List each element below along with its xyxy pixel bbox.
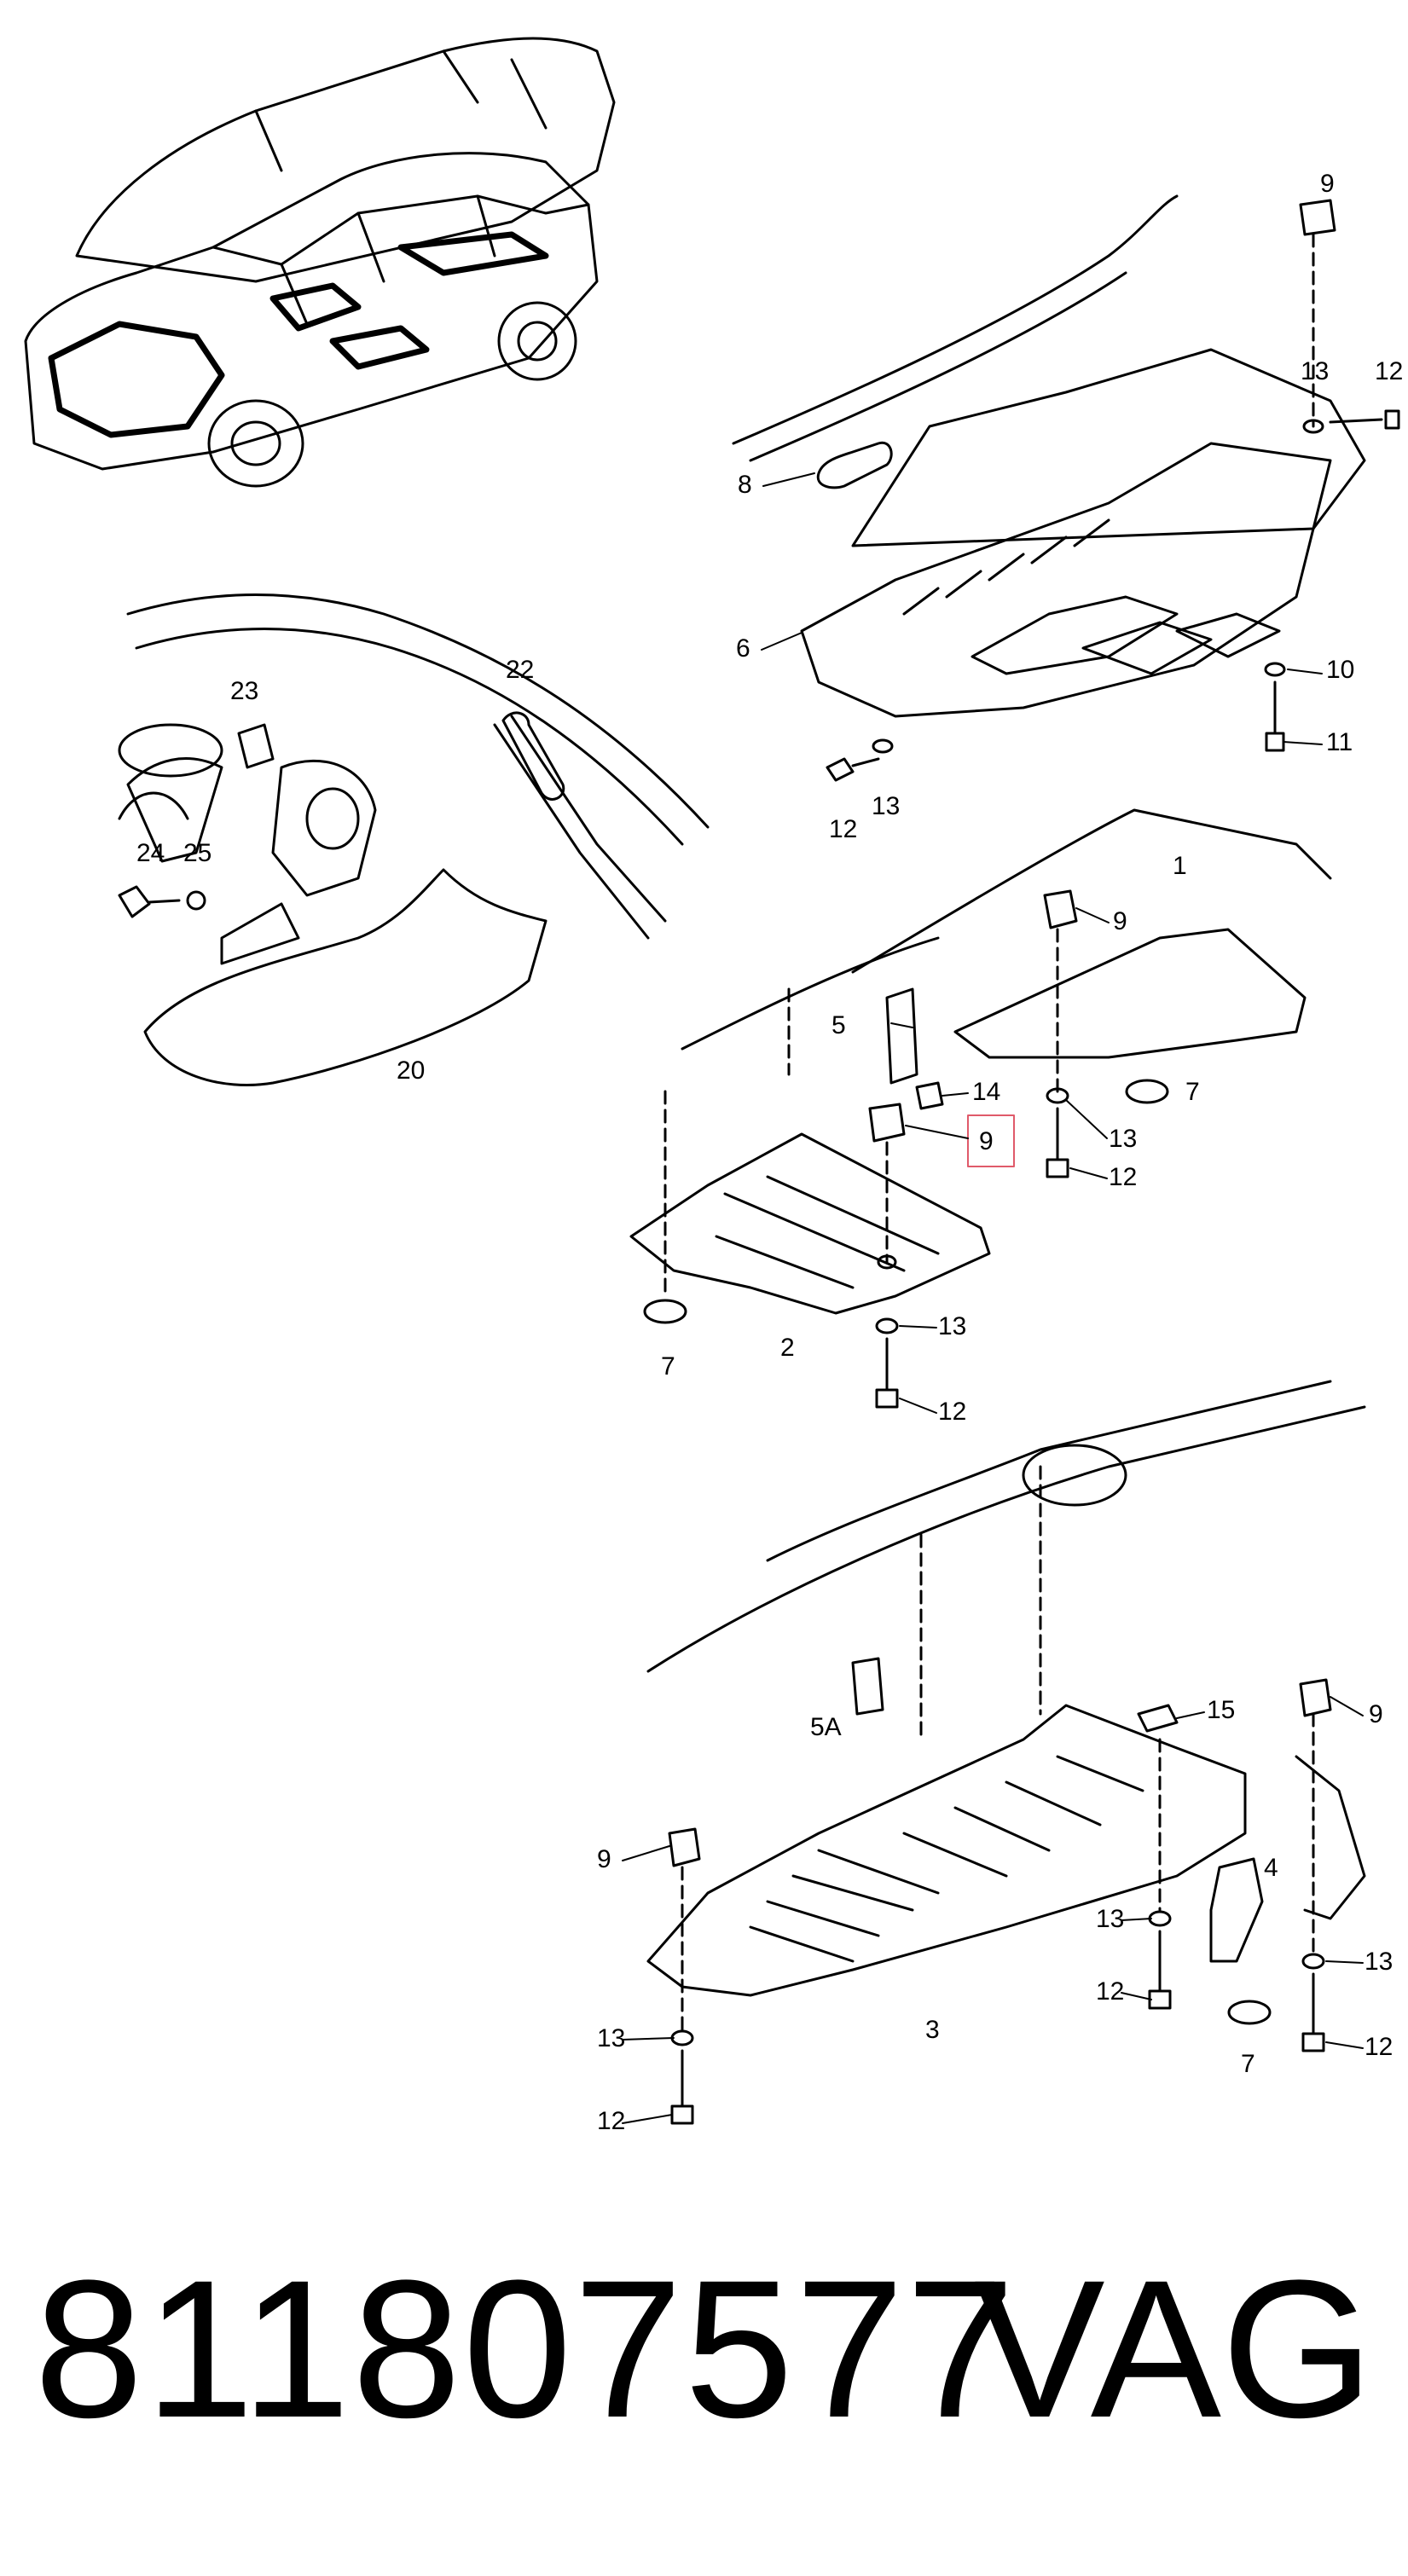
- callout-label: 13: [1109, 1125, 1137, 1153]
- leader-lines: [622, 472, 1364, 2124]
- callout-label: 12: [1109, 1163, 1137, 1191]
- callout-label: 7: [1185, 1078, 1200, 1106]
- parts-diagram: 9 13 12 8 6 10 11 12 13 23 22 24 25 20 1…: [24, 37, 1403, 2135]
- car-overview-sketch: [24, 37, 616, 488]
- callout-label-highlighted: 9: [979, 1127, 994, 1155]
- lower-assembly: [646, 1380, 1366, 2125]
- callout-label: 5: [831, 1011, 846, 1039]
- callout-label: 9: [1369, 1700, 1383, 1728]
- callout-label: 12: [1375, 357, 1403, 385]
- callout-label: 2: [780, 1334, 795, 1362]
- callout-label: 3: [925, 2016, 940, 2044]
- callout-label: 14: [972, 1078, 1000, 1106]
- upper-right-assembly: [732, 194, 1400, 782]
- callout-label: 9: [1113, 907, 1127, 935]
- callout-label: 6: [736, 634, 750, 663]
- callout-label: 25: [183, 839, 211, 867]
- callout-label: 1: [1173, 852, 1187, 880]
- callout-labels: 9 13 12 8 6 10 11 12 13 23 22 24 25 20 1…: [136, 170, 1403, 2135]
- callout-label: 12: [938, 1398, 966, 1426]
- callout-label: 4: [1264, 1854, 1278, 1882]
- highlight-box: [967, 1114, 1015, 1167]
- callout-label: 13: [597, 2024, 625, 2052]
- middle-assembly: [629, 808, 1332, 1409]
- callout-label: 8: [738, 471, 752, 499]
- brand-name: VAG: [974, 2239, 1374, 2458]
- part-number: 811807577: [34, 2239, 1017, 2458]
- callout-label: 9: [597, 1845, 611, 1873]
- callout-label: 23: [230, 677, 258, 705]
- callout-label: 11: [1326, 728, 1353, 756]
- callout-label: 12: [1365, 2033, 1393, 2061]
- wheel-arch-detail: [118, 593, 710, 1086]
- callout-label: 22: [506, 656, 534, 684]
- callout-label: 7: [661, 1352, 675, 1381]
- callout-label: 10: [1326, 656, 1354, 684]
- callout-label: 15: [1207, 1696, 1235, 1724]
- callout-label: 12: [1096, 1977, 1124, 2006]
- callout-label: 9: [1320, 170, 1335, 198]
- callout-label: 13: [938, 1312, 966, 1340]
- callout-label: 13: [1096, 1905, 1124, 1933]
- callout-label: 24: [136, 839, 165, 867]
- callout-label: 20: [397, 1056, 425, 1085]
- callout-label: 13: [1365, 1948, 1393, 1976]
- callout-label: 12: [829, 815, 857, 843]
- callout-label: 12: [597, 2107, 625, 2135]
- callout-label: 13: [872, 792, 900, 820]
- callout-label: 7: [1241, 2050, 1255, 2078]
- callout-label: 13: [1301, 357, 1329, 385]
- callout-label: 5A: [810, 1713, 842, 1741]
